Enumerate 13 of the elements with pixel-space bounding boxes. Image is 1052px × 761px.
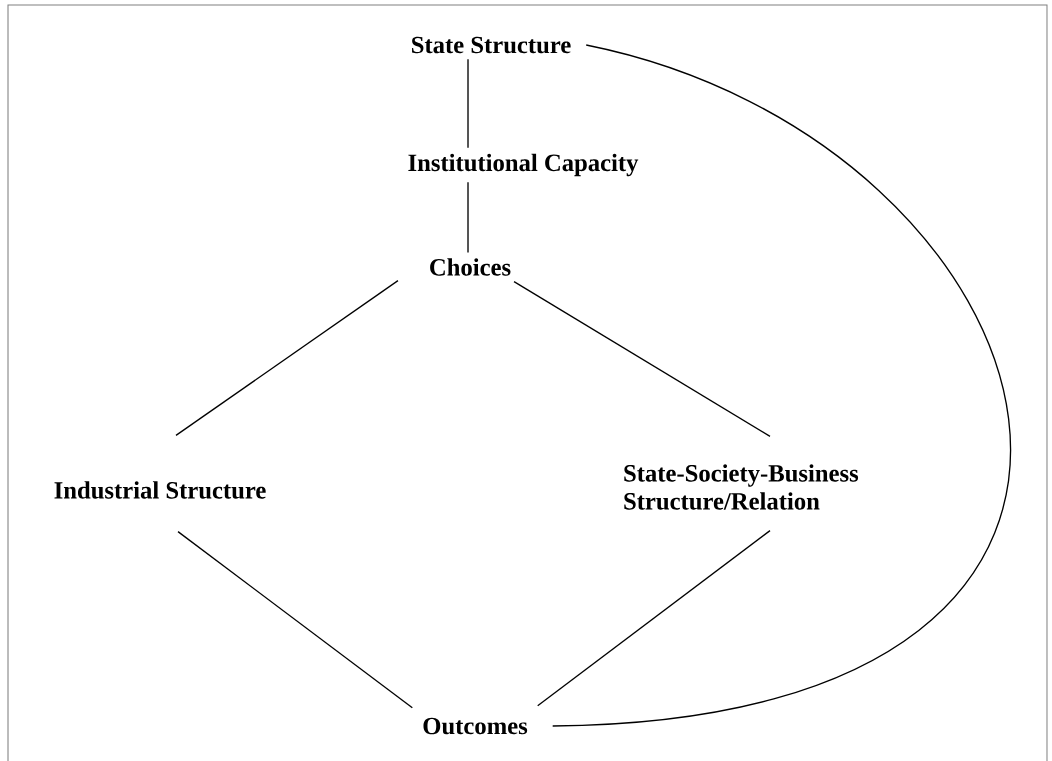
node-label: Choices <box>430 258 511 276</box>
connector-line <box>177 531 413 709</box>
connector-line <box>467 181 469 254</box>
connector-line <box>513 280 771 438</box>
connector-line <box>175 279 399 437</box>
node-label: State-Society-Business Structure/Relation <box>624 464 859 510</box>
connector-line <box>467 58 469 149</box>
node-label: State Structure <box>412 36 571 54</box>
connector-line <box>552 44 1010 727</box>
connector-line <box>537 530 771 707</box>
node-label: Industrial Structure <box>54 481 266 499</box>
node-label: Outcomes <box>423 717 528 735</box>
node-label: Institutional Capacity <box>408 153 639 177</box>
